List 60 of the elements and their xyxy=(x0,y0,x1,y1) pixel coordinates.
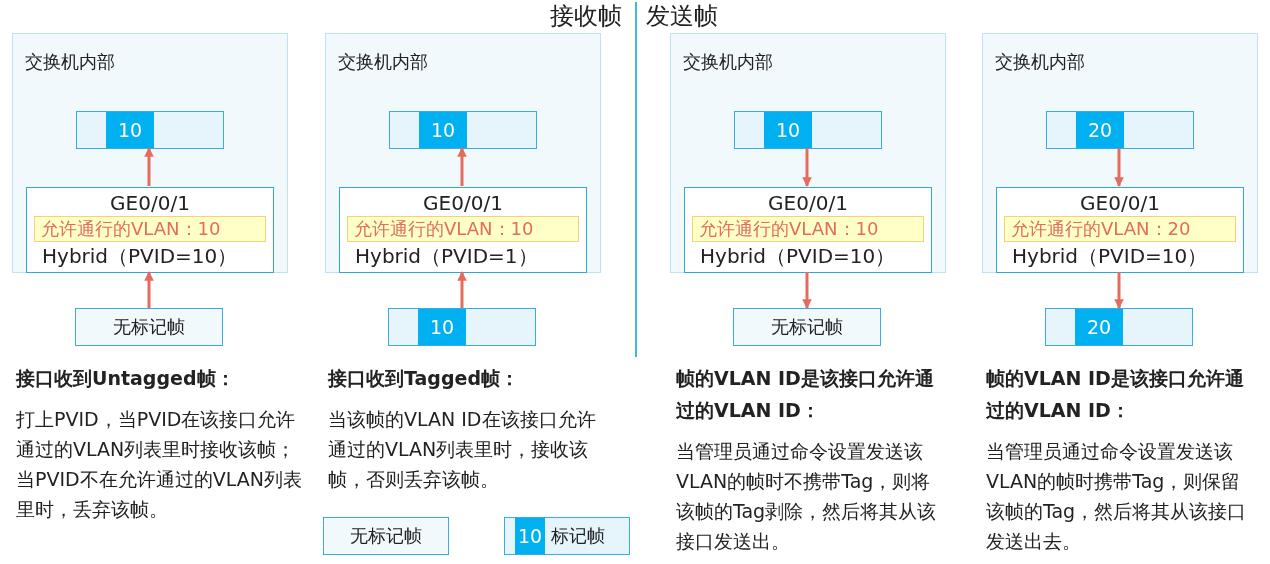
tagged-frame xyxy=(388,308,536,346)
description-text: 当该帧的VLAN ID在该接口允许通过的VLAN列表里时，接收该帧，否则丢弃该帧。 xyxy=(328,407,597,492)
description-heading: 接口收到Untagged帧： xyxy=(16,366,236,391)
allowed-vlan: 允许通行的VLAN：10 xyxy=(347,216,579,242)
port-mode: Hybrid（PVID=10） xyxy=(699,243,897,270)
arrow xyxy=(1114,148,1124,187)
description-heading: 帧的VLAN ID是该接口允许通过的VLAN ID： xyxy=(986,366,1245,423)
arrow xyxy=(144,147,154,186)
switch-panel xyxy=(670,33,946,273)
panel-heading: 交换机内部 xyxy=(25,50,115,74)
untagged-frame: 无标记帧 xyxy=(75,308,223,346)
description-text: 打上PVID，当PVID在该接口允许通过的VLAN列表里时接收该帧；当PVID不在允许通过的VLAN列表里时，丢弃该帧。 xyxy=(16,407,303,522)
arrow xyxy=(457,271,467,308)
frame-type-label: 标记帧 xyxy=(551,524,605,548)
tagged-frame xyxy=(1045,308,1193,346)
vlan-tag: 10 xyxy=(419,112,467,148)
port-mode: Hybrid（PVID=10） xyxy=(1011,243,1209,270)
vlan-tag: 20 xyxy=(1075,309,1123,345)
untagged-frame: 无标记帧 xyxy=(323,517,449,555)
port-name: GE0/0/1 xyxy=(1079,190,1161,216)
port-name: GE0/0/1 xyxy=(767,190,849,216)
arrow xyxy=(457,147,467,186)
port-name: GE0/0/1 xyxy=(422,190,504,216)
port-box xyxy=(26,187,274,273)
arrow xyxy=(1114,272,1124,309)
arrow xyxy=(802,272,812,309)
switch-panel xyxy=(982,33,1258,273)
panel-heading: 交换机内部 xyxy=(338,50,428,74)
arrow xyxy=(144,271,154,308)
section-title: 发送帧 xyxy=(646,1,719,32)
tagged-frame xyxy=(504,517,630,555)
port-box xyxy=(339,187,587,273)
tagged-frame xyxy=(389,111,537,149)
panel-heading: 交换机内部 xyxy=(683,50,773,74)
port-box xyxy=(996,187,1244,273)
vlan-tag: 10 xyxy=(106,112,154,148)
allowed-vlan: 允许通行的VLAN：10 xyxy=(692,216,924,242)
description-text: 当管理员通过命令设置发送该VLAN的帧时不携带Tag，则将该帧的Tag剥除，然后将其从该接口发送出。 xyxy=(676,439,938,554)
allowed-vlan: 允许通行的VLAN：20 xyxy=(1004,216,1236,242)
description-heading: 帧的VLAN ID是该接口允许通过的VLAN ID： xyxy=(676,366,935,423)
vlan-tag: 20 xyxy=(1076,112,1124,148)
panel-heading: 交换机内部 xyxy=(995,50,1085,74)
vlan-tag: 10 xyxy=(764,112,812,148)
vlan-tag: 10 xyxy=(418,309,466,345)
description-heading: 接口收到Tagged帧： xyxy=(328,366,521,391)
switch-panel xyxy=(12,33,288,273)
vlan-tag: 10 xyxy=(515,518,545,554)
allowed-vlan: 允许通行的VLAN：10 xyxy=(34,216,266,242)
section-title: 接收帧 xyxy=(549,1,622,32)
port-mode: Hybrid（PVID=10） xyxy=(41,243,239,270)
switch-panel xyxy=(325,33,601,273)
tagged-frame xyxy=(76,111,224,149)
untagged-frame: 无标记帧 xyxy=(733,308,881,346)
port-name: GE0/0/1 xyxy=(109,190,191,216)
port-mode: Hybrid（PVID=1） xyxy=(354,243,539,270)
description-text: 当管理员通过命令设置发送该VLAN的帧时携带Tag，则保留该帧的Tag，然后将其从该接口发送出去。 xyxy=(986,439,1248,554)
tagged-frame xyxy=(1046,111,1194,149)
arrow xyxy=(802,148,812,187)
tagged-frame xyxy=(734,111,882,149)
port-box xyxy=(684,187,932,273)
